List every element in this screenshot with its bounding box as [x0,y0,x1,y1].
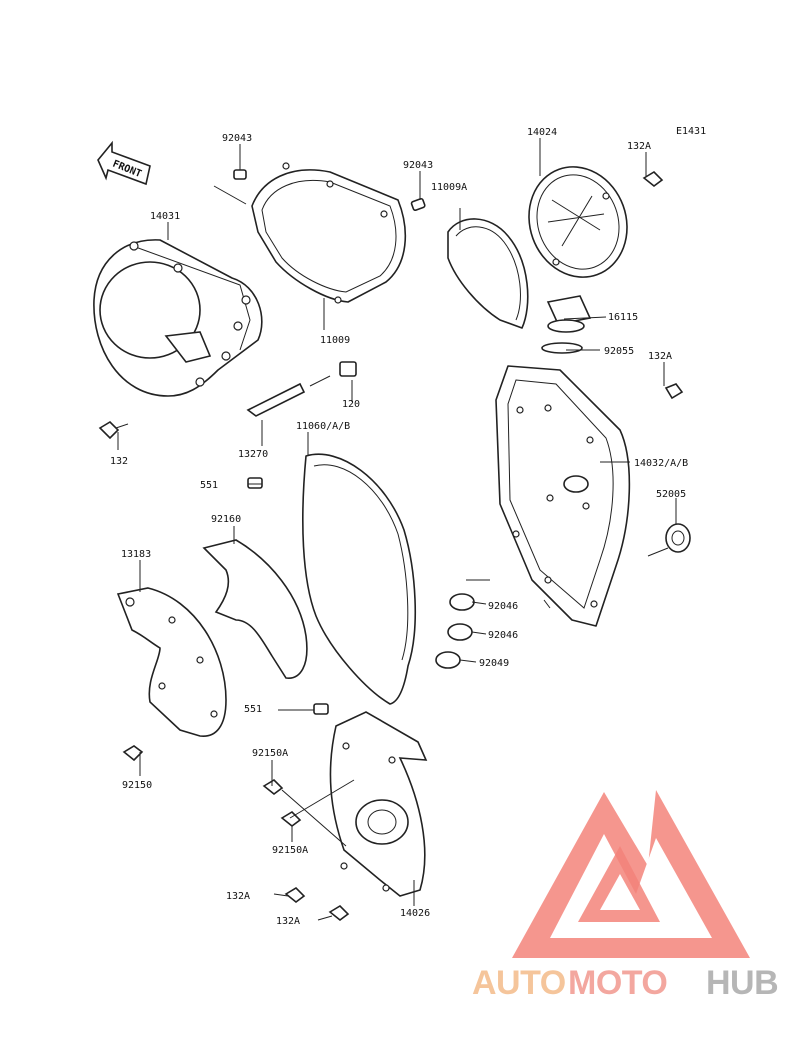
gasket-11009 [251,162,407,304]
bolt-132a-lower1 [284,886,306,904]
diagram-code: E1431 [676,126,706,137]
bolt-92150a-upper [262,778,284,796]
part-label-132a-lower1: 132A [226,891,250,902]
dowel-pin-92043-left [233,169,247,180]
shaft-120 [309,361,357,387]
generator-cover-14031 [93,239,263,397]
cover-14026 [329,711,428,897]
part-label-92046-lower: 92046 [488,630,518,641]
o-ring-92055 [541,342,583,354]
clutch-cover-14024 [528,166,628,278]
part-label-14026: 14026 [400,908,430,919]
dowel-551-lower [313,703,329,715]
automotohub-logo-mark [512,790,750,958]
bolt-132a-lower2 [328,904,350,922]
part-label-92049: 92049 [479,658,509,669]
part-label-11009: 11009 [320,335,350,346]
part-label-11060: 11060/A/B [296,421,350,432]
front-direction-arrow: FRONT [97,140,151,186]
part-label-13183: 13183 [121,549,151,560]
part-label-92150: 92150 [122,780,152,791]
part-label-120: 120 [342,399,360,410]
part-label-551-lower: 551 [244,704,262,715]
part-number-labels: 92043 92043 11009A 14024 132A 14031 1100… [110,127,688,927]
part-label-132a-mid: 132A [648,351,672,362]
part-label-132a-lower2: 132A [276,916,300,927]
part-label-14031: 14031 [150,211,180,222]
part-label-92055: 92055 [604,346,634,357]
bolt-92150 [122,745,144,762]
guard-13183 [116,587,227,737]
dowel-551-upper [247,477,263,489]
part-label-92043-b: 92043 [403,160,433,171]
part-label-13270: 13270 [238,449,268,460]
bearing-92046-lower [447,623,473,641]
part-label-92046-upper: 92046 [488,601,518,612]
part-label-92160: 92160 [211,514,241,525]
automotohub-watermark: AUTO MOTO HUB [472,790,779,1002]
oil-seal-52005 [665,523,691,553]
part-label-14024: 14024 [527,127,557,138]
part-label-92150a-upper: 92150A [252,748,288,759]
bearing-92046-upper [449,593,475,611]
bolt-92150a-lower [280,810,302,828]
watermark-hub: HUB [706,964,778,1002]
part-label-16115: 16115 [608,312,638,323]
bolt-132 [98,420,129,440]
dowel-pin-92043-right [410,197,426,211]
part-label-92043-a: 92043 [222,133,252,144]
part-label-92150a-lower: 92150A [272,845,308,856]
bolt-132a-top [642,170,664,188]
oil-filler-cap-16115 [546,295,592,333]
gasket-11060 [302,453,417,705]
engine-cover-14032 [495,365,631,627]
leader-lines [117,138,677,921]
part-label-14032: 14032/A/B [634,458,688,469]
watermark-auto: AUTO [472,964,566,1002]
part-label-132a-top: 132A [627,141,651,152]
part-label-551-upper: 551 [200,480,218,491]
bolt-132a-mid [664,383,684,400]
plate-13270 [246,382,306,417]
plate-92160 [202,539,308,679]
gasket-11009a [447,218,529,329]
washer-92049 [435,651,461,669]
gasket-11060-inner [313,464,409,661]
part-label-132: 132 [110,456,128,467]
part-label-11009a: 11009A [431,182,467,193]
gasket-11009a-inner [455,226,521,321]
part-label-52005: 52005 [656,489,686,500]
watermark-moto: MOTO [568,964,667,1002]
